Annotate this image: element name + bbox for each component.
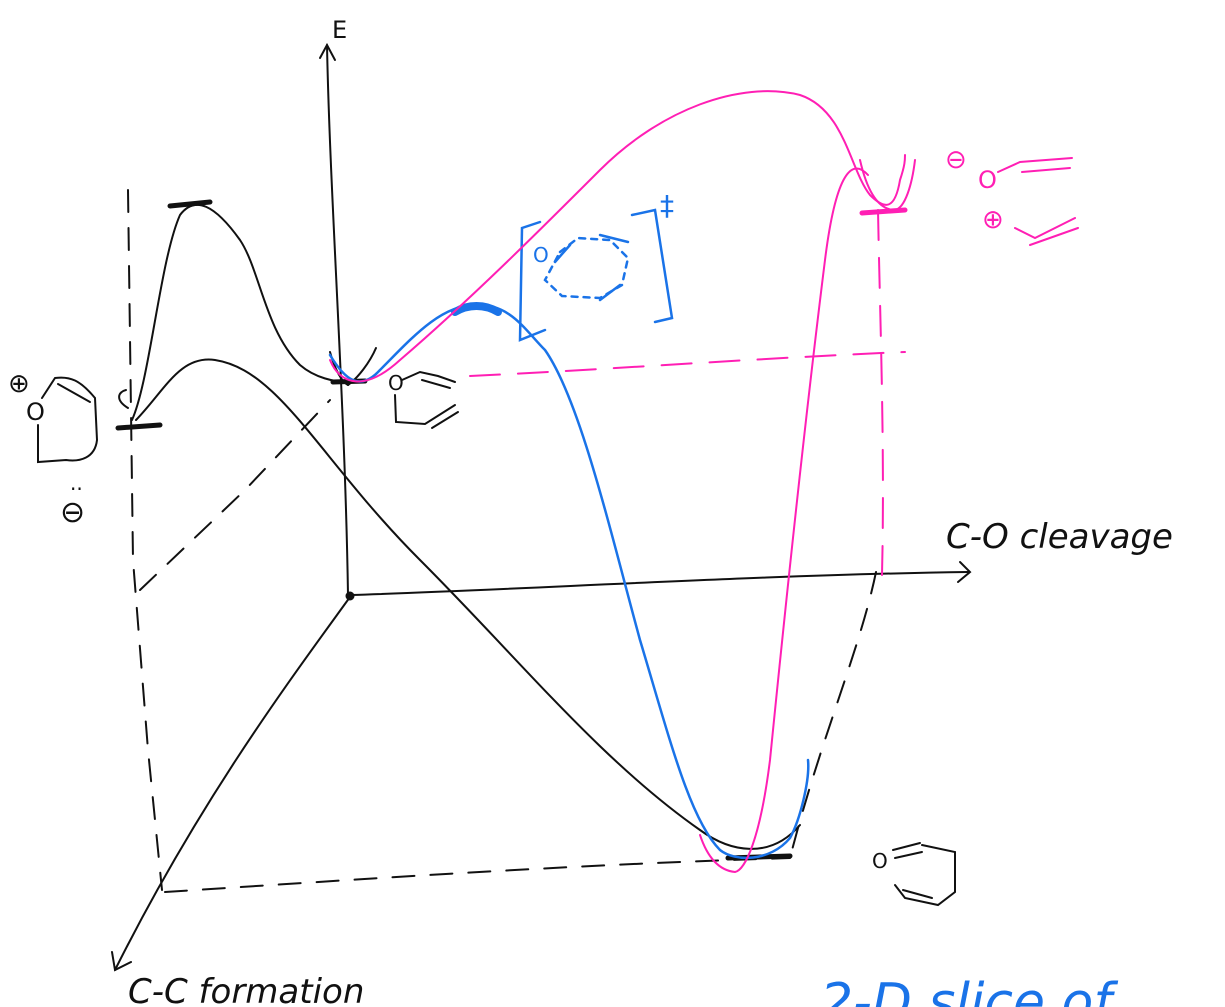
magenta-horizontal-dashed [469, 351, 906, 377]
enolate-minus: ⊖ [945, 145, 967, 175]
ts-highlight [451, 302, 502, 316]
left-vertical-dashed [127, 189, 163, 891]
black-energy-curves [118, 203, 801, 850]
energy-axis [326, 44, 349, 596]
dissociated-fragments [997, 157, 1079, 246]
zwitterion-bar [115, 422, 163, 431]
ts-bracket-right [630, 208, 674, 324]
diagonal-dashed [139, 399, 331, 591]
allyl-double [1029, 227, 1079, 246]
origin-dot [345, 591, 355, 601]
allyl-chain [1014, 217, 1076, 240]
enolate-double [1021, 167, 1071, 173]
high-ts-bar [167, 199, 213, 209]
allyl-plus: ⊕ [982, 205, 1004, 235]
zwitterion-double-bond [57, 383, 91, 403]
reactant-upper-double [421, 379, 451, 389]
blue-pathway [328, 208, 810, 860]
zwitterion-ring [37, 376, 99, 464]
black-dashed-guides [127, 189, 877, 893]
co-cleavage-arrowhead [957, 561, 972, 583]
product-molecule [892, 842, 956, 907]
product-ring [894, 844, 956, 907]
enolate-oxygen: O [978, 166, 997, 194]
cc-formation-axis [114, 596, 351, 971]
direct-pathway-curve [135, 358, 801, 850]
reactant-lower-chain [394, 394, 456, 426]
concerted-pathway-curve [328, 303, 810, 860]
zwitterion-lone-pair: .. [70, 471, 83, 495]
energy-axis-label: E [332, 16, 347, 44]
magenta-dashed-guides [469, 209, 906, 576]
reactant-lower-double [431, 411, 459, 429]
black-state-bars [115, 199, 793, 861]
co-cleavage-label: C-O cleavage [946, 517, 1173, 557]
energy-axis-arrowhead [319, 42, 336, 61]
cc-formation-arrowhead [111, 951, 132, 972]
magenta-vertical-dashed [877, 209, 884, 576]
ts-ring-solid [553, 233, 630, 302]
stepwise-pathway-curve [131, 203, 349, 421]
bottom-dashed [164, 857, 791, 893]
dissociation-bar [859, 207, 908, 216]
axes [111, 42, 972, 972]
product-carbonyl [892, 842, 923, 859]
cc-formation-label: C-C formation [128, 972, 364, 1007]
product-oxygen: O [872, 849, 888, 873]
reactant-molecule [394, 370, 459, 429]
zwitterion-oxygen: O [26, 398, 45, 426]
ts-bracket-left [518, 220, 547, 342]
magenta-pathway [329, 90, 916, 874]
zwitterion-plus: ⊕ [8, 369, 30, 399]
enolate-chain [997, 157, 1073, 173]
dissociation-pathway-curve [329, 90, 906, 383]
right-vertical-dashed [789, 571, 877, 859]
product-ring-inner [902, 889, 933, 899]
reactant-upper-chain [401, 370, 456, 383]
ts-oxygen-label: O [533, 243, 549, 267]
dissociation-well-arc [859, 159, 916, 212]
ts-double-dagger: ‡ [660, 189, 674, 222]
footer-note: 2-D slice of [820, 973, 1118, 1007]
zwitterion-minus: ⊖ [60, 495, 85, 530]
reactant-oxygen: O [388, 371, 404, 395]
zwitterion-curl-arrow [118, 389, 129, 409]
dissociation-return-curve [699, 167, 869, 874]
ts-ring-dashed [543, 236, 630, 300]
zwitterion-molecule [37, 376, 99, 464]
